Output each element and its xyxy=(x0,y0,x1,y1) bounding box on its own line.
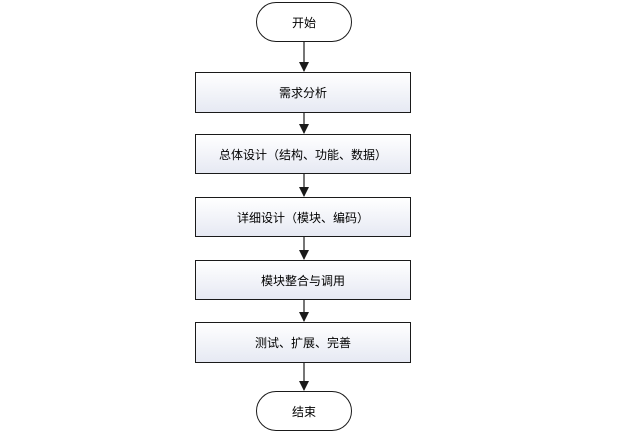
start-label: 开始 xyxy=(291,15,316,30)
requirements-analysis-label: 需求分析 xyxy=(278,86,327,100)
module-integration-label: 模块整合与调用 xyxy=(260,273,345,288)
module-integration-node: 模块整合与调用 xyxy=(195,260,411,300)
requirements-analysis-node: 需求分析 xyxy=(195,72,411,113)
overall-design-label: 总体设计（结构、功能、数据） xyxy=(218,147,387,162)
detailed-design-label: 详细设计（模块、编码） xyxy=(236,210,369,225)
start-node: 开始 xyxy=(256,2,352,42)
detailed-design-node: 详细设计（模块、编码） xyxy=(195,197,411,237)
overall-design-node: 总体设计（结构、功能、数据） xyxy=(195,134,411,174)
end-node: 结束 xyxy=(256,391,352,431)
testing-node: 测试、扩展、完善 xyxy=(195,322,411,363)
end-label: 结束 xyxy=(291,404,316,419)
testing-label: 测试、扩展、完善 xyxy=(254,336,351,350)
